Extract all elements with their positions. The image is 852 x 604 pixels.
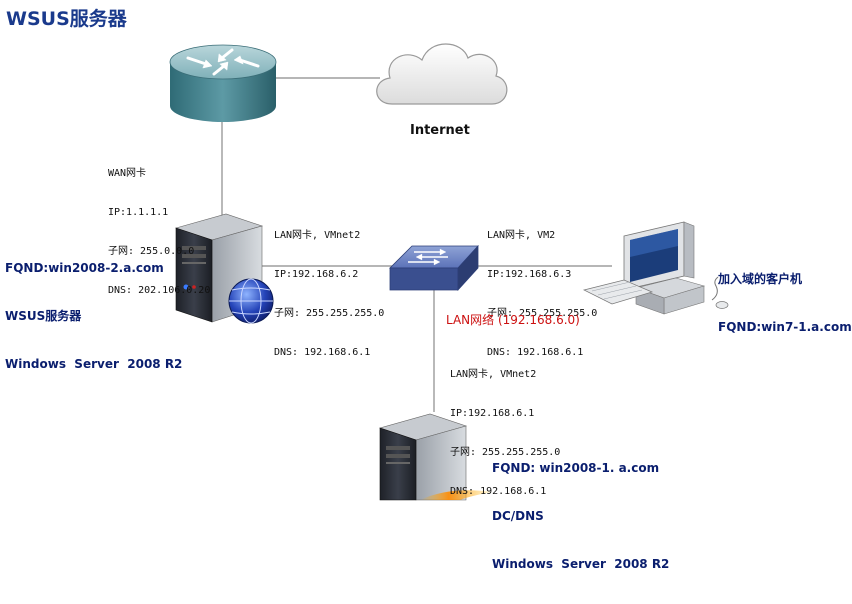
dc-server-line: DC/DNS xyxy=(492,509,544,523)
dc-server-icon xyxy=(378,413,468,501)
lan-network-label: LAN网络 (192.168.6.0) xyxy=(446,313,580,327)
wsus-server-line: FQND:win2008-2.a.com xyxy=(5,261,164,275)
client-computer-icon xyxy=(582,221,729,315)
diagram-canvas xyxy=(169,43,729,501)
lan-nic-client-line: DNS: 192.168.6.1 xyxy=(487,347,584,358)
lan-nic-wsus-line: IP:192.168.6.2 xyxy=(274,269,359,280)
lan-nic-client-info: LAN网卡, VM2 IP:192.168.6.3 子网: 255.255.25… xyxy=(487,203,597,385)
globe-icon xyxy=(228,278,274,324)
client-info: 加入域的客户机 FQND:win7-1.a.com xyxy=(718,239,852,367)
network-diagram: WSUS服务器 Internet WAN网卡 IP:1.1.1.1 子网: 25… xyxy=(5,8,852,571)
wan-nic-line: WAN网卡 xyxy=(108,168,147,179)
lan-nic-wsus-info: LAN网卡, VMnet2 IP:192.168.6.2 子网: 255.255… xyxy=(274,203,384,385)
network-links xyxy=(221,77,612,412)
internet-label: Internet xyxy=(410,123,470,138)
client-line: 加入域的客户机 xyxy=(718,272,803,286)
lan-nic-wsus-line: DNS: 192.168.6.1 xyxy=(274,347,371,358)
lan-nic-client-line: 子网: 255.255.255.0 xyxy=(487,308,598,319)
wsus-server-line: WSUS服务器 xyxy=(5,309,82,323)
lan-nic-dc-line: DNS: 192.168.6.1 xyxy=(450,486,547,497)
lan-nic-dc-line: IP:192.168.6.1 xyxy=(450,408,535,419)
lan-nic-wsus-line: LAN网卡, VMnet2 xyxy=(274,230,361,241)
client-line: FQND:win7-1.a.com xyxy=(718,320,852,334)
cloud-icon xyxy=(376,43,508,105)
dc-server-line: Windows Server 2008 R2 xyxy=(492,557,670,571)
lan-nic-client-line: IP:192.168.6.3 xyxy=(487,269,572,280)
dc-server-line: FQND: win2008-1. a.com xyxy=(492,461,660,475)
wsus-server-info: FQND:win2008-2.a.com WSUS服务器 Windows Ser… xyxy=(5,228,182,404)
router-icon xyxy=(169,44,277,122)
page-title: WSUS服务器 xyxy=(6,8,127,30)
lan-nic-client-line: LAN网卡, VM2 xyxy=(487,230,556,241)
wan-nic-line: IP:1.1.1.1 xyxy=(108,207,169,218)
lan-nic-dc-line: 子网: 255.255.255.0 xyxy=(450,447,561,458)
wan-nic-line: 子网: 255.0.0.0 xyxy=(108,246,195,257)
switch-icon xyxy=(389,244,479,292)
dc-server-info: FQND: win2008-1. a.com DC/DNS Windows Se… xyxy=(492,428,669,604)
wsus-server-line: Windows Server 2008 R2 xyxy=(5,357,183,371)
lan-nic-wsus-line: 子网: 255.255.255.0 xyxy=(274,308,385,319)
flame-decoration-icon xyxy=(420,490,492,500)
lan-nic-dc-info: LAN网卡, VMnet2 IP:192.168.6.1 子网: 255.255… xyxy=(450,342,560,524)
wan-nic-line: DNS: 202.106.0.20 xyxy=(108,285,211,296)
wan-nic-info: WAN网卡 IP:1.1.1.1 子网: 255.0.0.0 DNS: 202.… xyxy=(108,141,210,323)
lan-nic-dc-line: LAN网卡, VMnet2 xyxy=(450,369,537,380)
